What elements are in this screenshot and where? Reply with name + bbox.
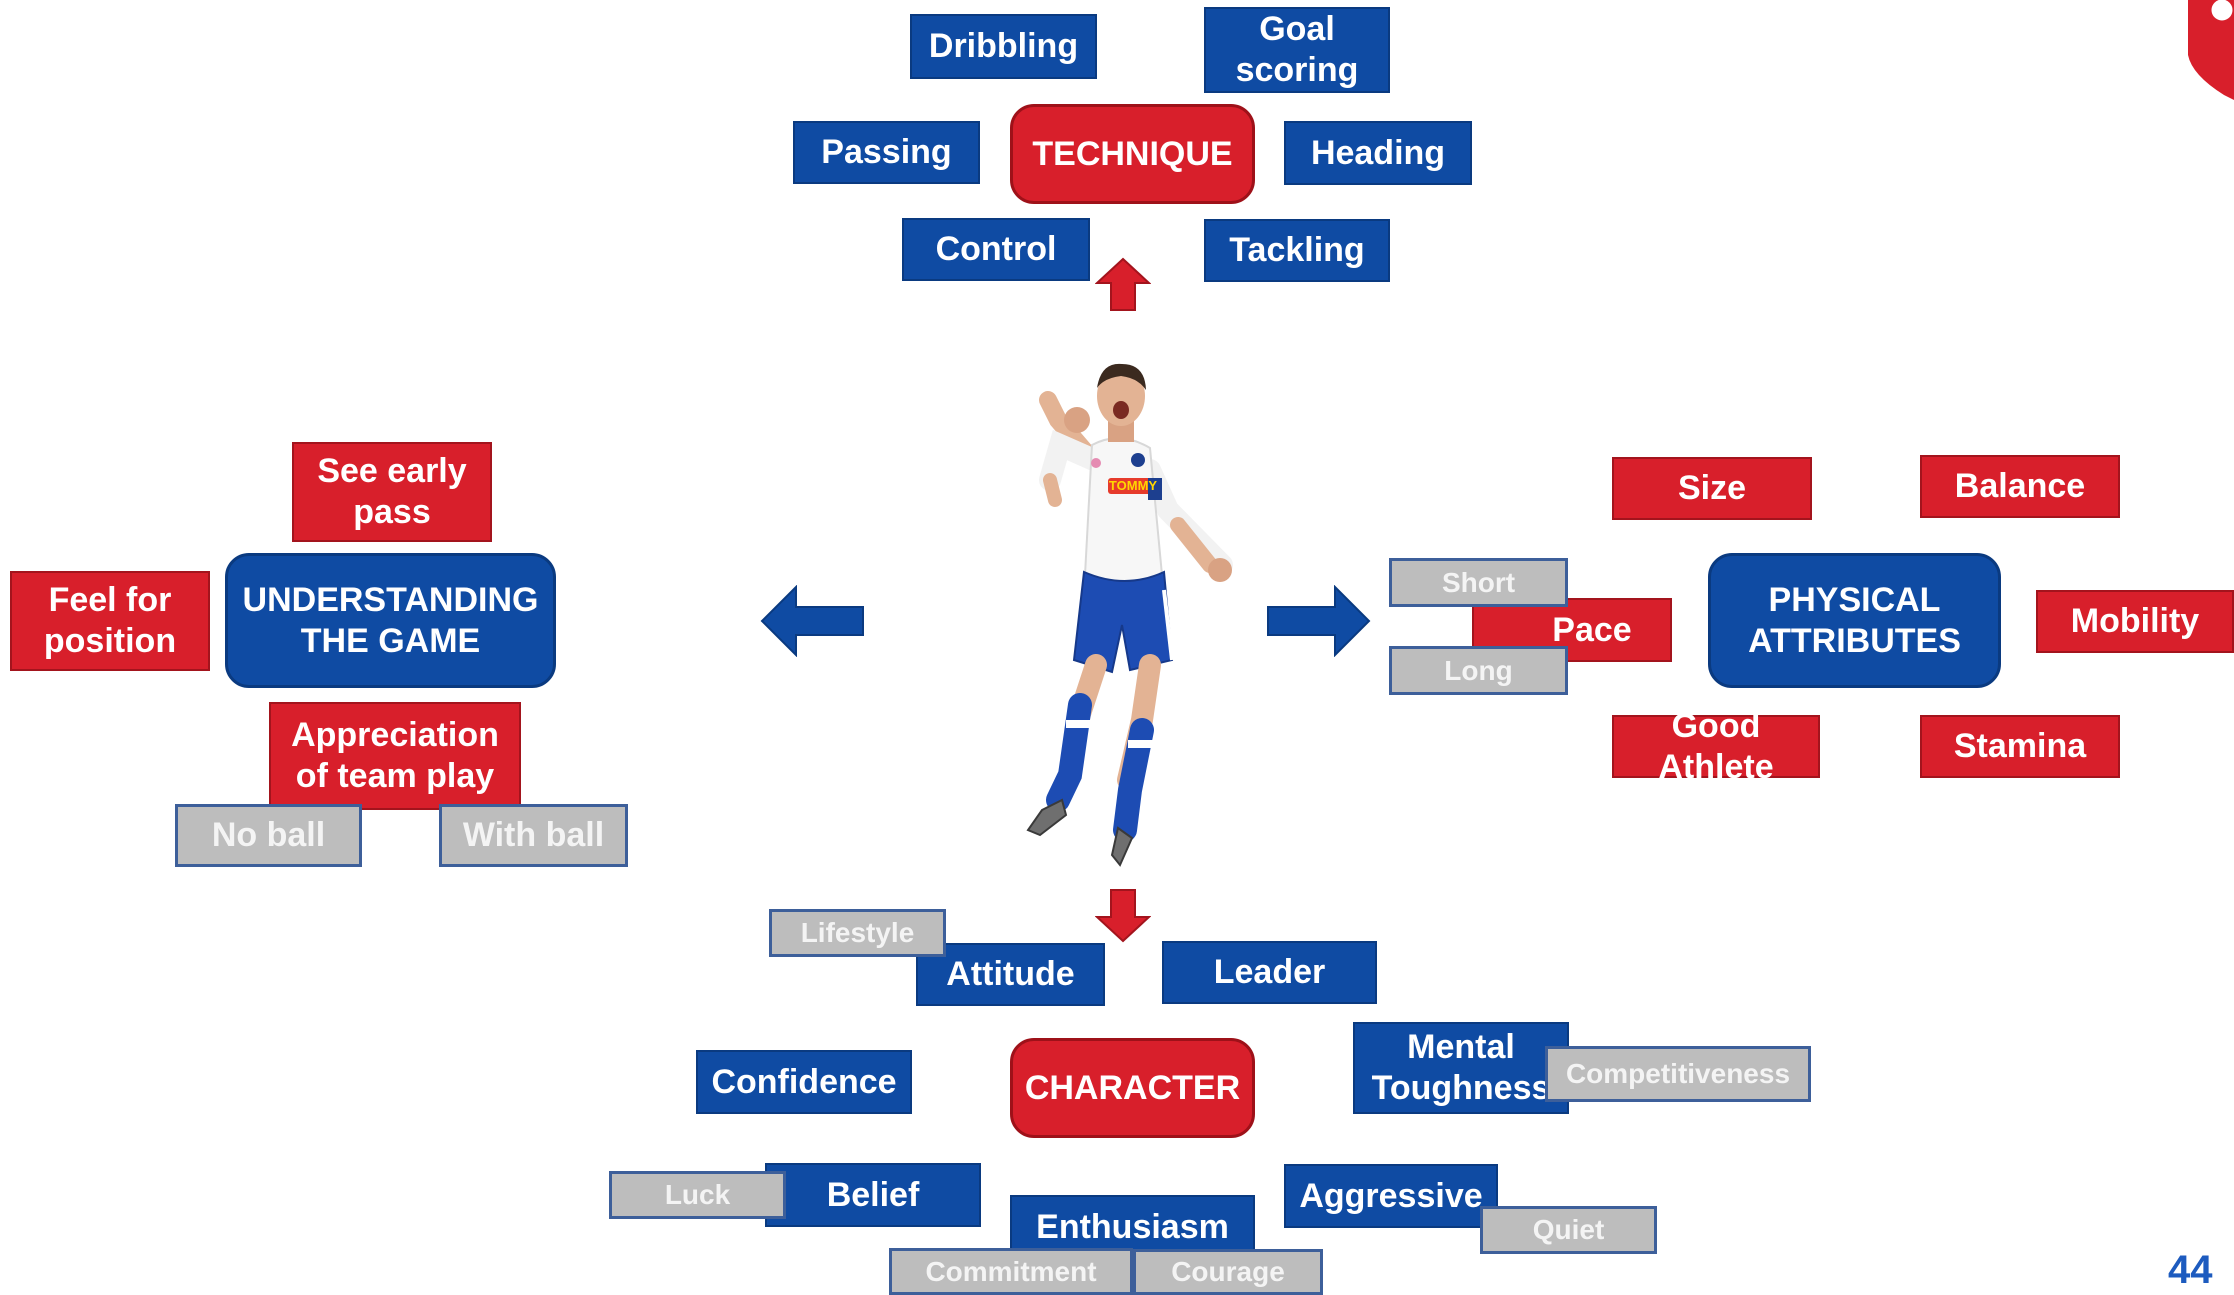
player-shirt-text: TOMMY	[1108, 478, 1158, 493]
player-illustration	[1026, 363, 1233, 867]
physical-attributes-hub: PHYSICAL ATTRIBUTES	[1708, 553, 2001, 688]
attribute-stamina: Stamina	[1920, 715, 2120, 778]
skill-dribbling: Dribbling	[910, 14, 1097, 79]
arrow-right-icon	[1267, 585, 1371, 657]
skill-tackling: Tackling	[1204, 219, 1390, 282]
skill-goal-scoring: Goal scoring	[1204, 7, 1390, 93]
trait-attitude: Attitude	[916, 943, 1105, 1006]
enthusiasm-commitment: Commitment	[889, 1248, 1133, 1295]
attitude-lifestyle: Lifestyle	[769, 909, 946, 957]
trait-belief: Belief	[765, 1163, 981, 1227]
player-number: 8	[1182, 626, 1193, 646]
with-ball: With ball	[439, 804, 628, 867]
no-ball: No ball	[175, 804, 362, 867]
arrow-left-icon	[760, 585, 864, 657]
arrow-down-icon	[1095, 889, 1151, 943]
pace-short: Short	[1389, 558, 1568, 607]
appreciation-of-team-play: Appreciation of team play	[269, 702, 521, 810]
aggressive-quiet: Quiet	[1480, 1206, 1657, 1254]
page-number: 44	[2168, 1248, 2213, 1292]
skill-heading: Heading	[1284, 121, 1472, 185]
technique-hub: TECHNIQUE	[1010, 104, 1255, 204]
trait-confidence: Confidence	[696, 1050, 912, 1114]
trait-mental-toughness: Mental Toughness	[1353, 1022, 1569, 1114]
trait-leader: Leader	[1162, 941, 1377, 1004]
attribute-balance: Balance	[1920, 455, 2120, 518]
pace-long: Long	[1389, 646, 1568, 695]
attribute-mobility: Mobility	[2036, 590, 2234, 653]
belief-luck: Luck	[609, 1171, 786, 1219]
club-badge-icon	[2188, 0, 2234, 100]
feel-for-position: Feel for position	[10, 571, 210, 671]
understanding-hub: UNDERSTANDING THE GAME	[225, 553, 556, 688]
attribute-size: Size	[1612, 457, 1812, 520]
mental-competitiveness: Competitiveness	[1545, 1046, 1811, 1102]
trait-aggressive: Aggressive	[1284, 1164, 1498, 1228]
character-hub: CHARACTER	[1010, 1038, 1255, 1138]
attribute-good-athlete: Good Athlete	[1612, 707, 1820, 786]
enthusiasm-courage: Courage	[1133, 1249, 1323, 1295]
arrow-up-icon	[1095, 257, 1151, 311]
skill-passing: Passing	[793, 121, 980, 184]
see-early-pass: See early pass	[292, 442, 492, 542]
skill-control: Control	[902, 218, 1090, 281]
